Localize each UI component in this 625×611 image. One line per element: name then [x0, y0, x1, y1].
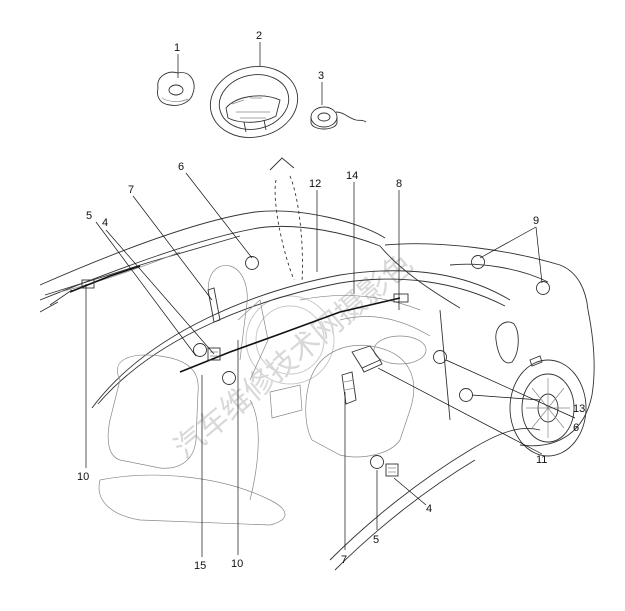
callout-2: 2 [256, 30, 262, 42]
callout-5-lower: 5 [373, 534, 379, 546]
callout-4-lower: 4 [426, 503, 432, 515]
callout-9: 9 [533, 215, 539, 227]
side-impact-sensors [207, 347, 399, 477]
callout-4-upper: 4 [102, 217, 108, 229]
airbag-control-unit [351, 345, 383, 373]
callout-12: 12 [309, 178, 321, 190]
callout-8: 8 [396, 178, 402, 190]
curtain-airbag-left [39, 265, 141, 313]
driver-airbag-module [157, 71, 195, 106]
callout-6-upper: 6 [178, 161, 184, 173]
callout-5-upper: 5 [86, 210, 92, 222]
callout-14: 14 [346, 170, 358, 182]
callout-10-bottom: 10 [231, 558, 243, 570]
callout-7-lower: 7 [341, 554, 347, 566]
callout-3: 3 [318, 70, 324, 82]
callout-1: 1 [174, 42, 180, 54]
leader-lines [85, 42, 576, 557]
callout-6-lower: 6 [573, 422, 579, 434]
assembly-arrow [269, 157, 303, 283]
callout-11: 11 [536, 454, 547, 466]
callout-7-upper: 7 [128, 184, 134, 196]
location-markers [193, 255, 550, 469]
steering-wheel [209, 66, 299, 138]
curtain-airbag-right [179, 293, 409, 373]
callout-10-left: 10 [77, 471, 89, 483]
callout-15: 15 [194, 560, 206, 572]
vehicle-body [39, 210, 595, 571]
callout-labels: 1 2 3 4 4 5 5 6 6 7 7 8 9 10 10 11 12 13… [77, 30, 585, 572]
seats [98, 265, 414, 526]
clock-spring [310, 106, 367, 130]
callout-13: 13 [573, 403, 585, 415]
